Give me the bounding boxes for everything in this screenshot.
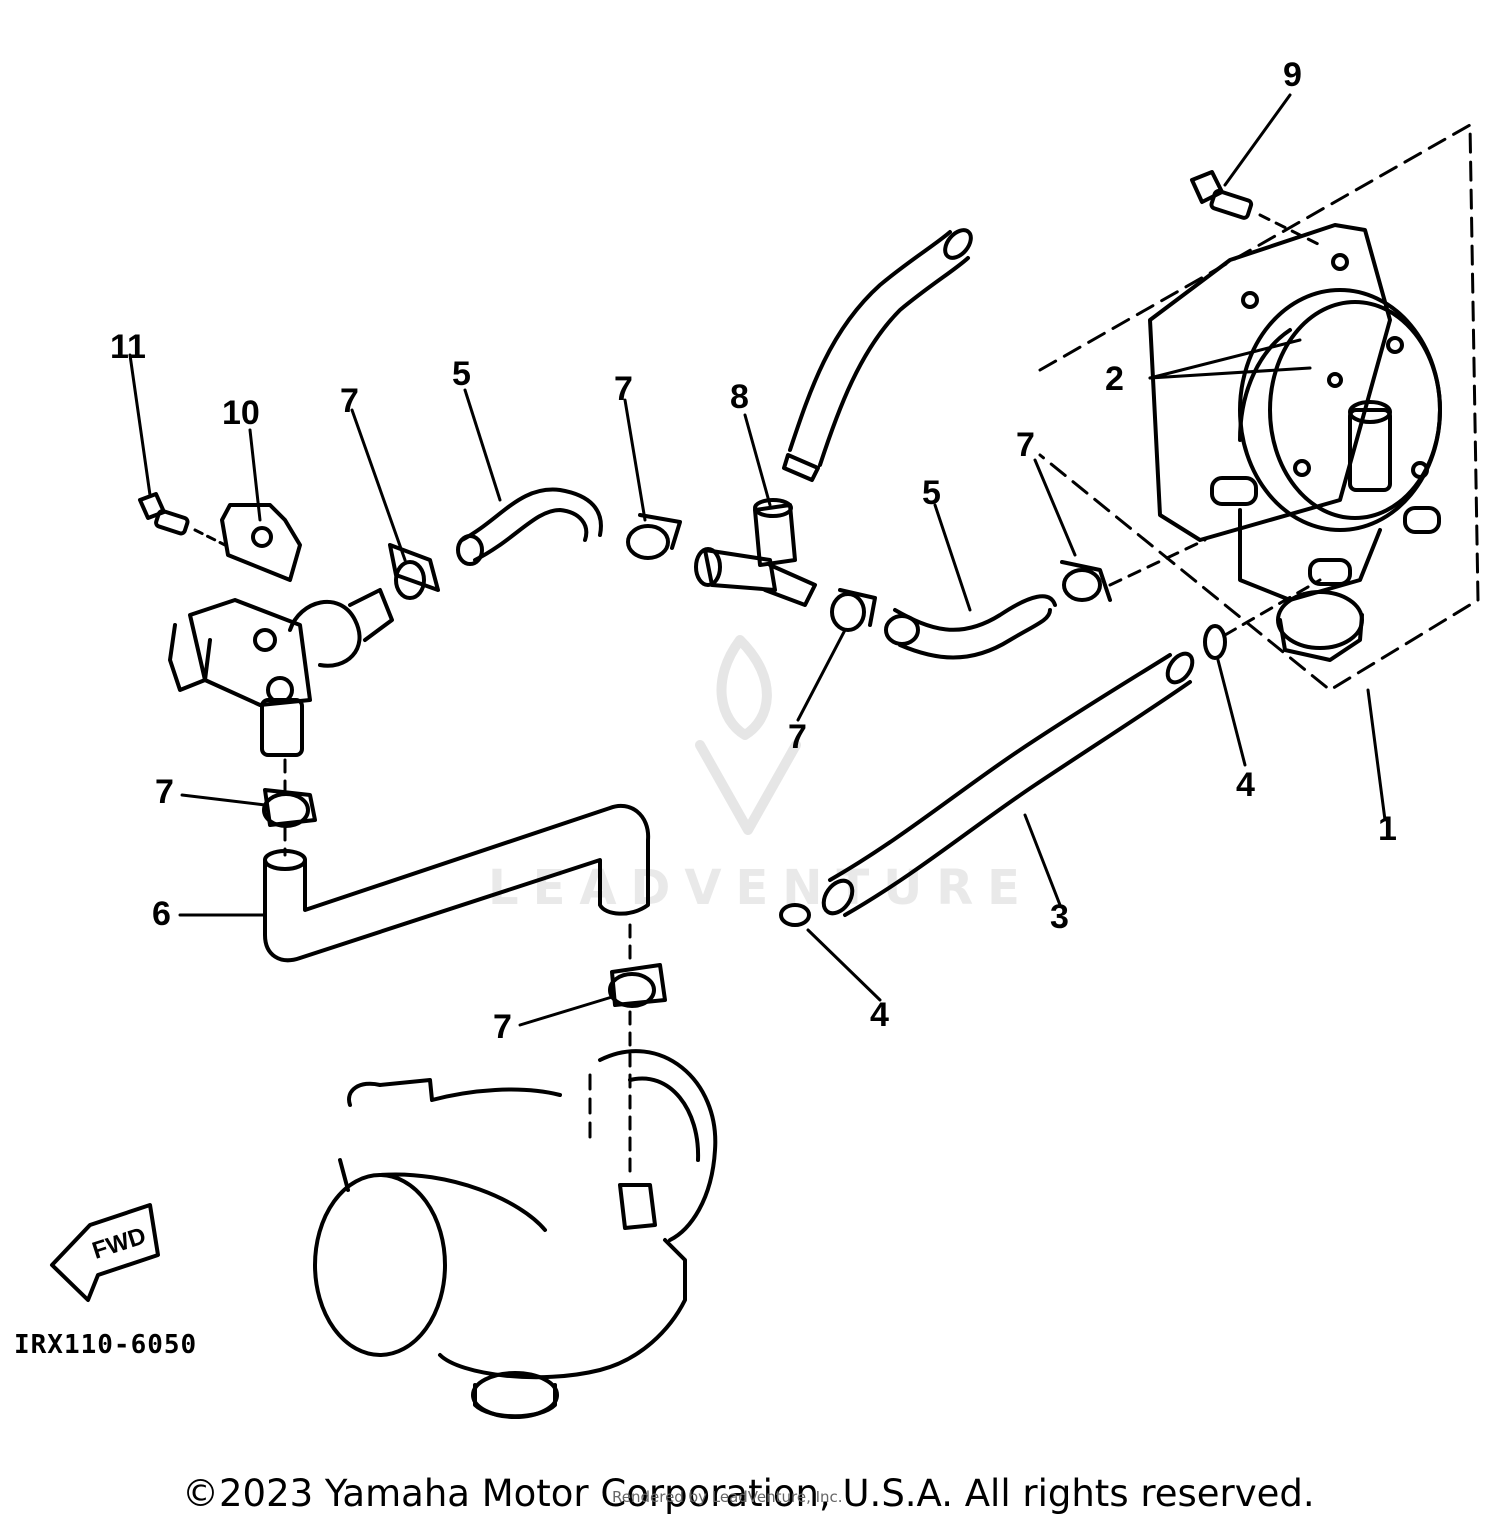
hose-3 — [821, 651, 1195, 917]
callout-6: 6 — [152, 895, 171, 933]
callout-10: 10 — [222, 394, 260, 432]
fuel-cock-10 — [168, 503, 394, 757]
callout-7-middle: 7 — [614, 370, 633, 408]
callout-7-left: 7 — [340, 382, 359, 420]
clamp-7-a — [388, 543, 440, 600]
clamp-7-d — [1060, 560, 1112, 602]
callout-3: 3 — [1050, 898, 1069, 936]
connection-lines — [283, 538, 1322, 1182]
callout-7-middle-low: 7 — [788, 718, 807, 756]
callout-2: 2 — [1105, 360, 1124, 398]
hose-clip-4-b — [779, 903, 811, 927]
rendered-by-note: Rendered by LeadVenture, Inc. — [612, 1488, 843, 1506]
leader-lines — [128, 93, 1387, 1027]
clamp-7-e — [262, 788, 317, 828]
callout-7-pump: 7 — [1016, 426, 1035, 464]
fuel-pump-assembly — [1038, 123, 1480, 692]
callout-1: 1 — [1378, 810, 1397, 848]
bolt-11 — [138, 492, 227, 547]
copyright-notice: ©2023 Yamaha Motor Corporation, U.S.A. A… — [182, 1472, 1315, 1515]
hose-5-a — [456, 487, 603, 566]
breather-hose — [782, 228, 973, 482]
callout-5-right: 5 — [922, 474, 941, 512]
callout-9: 9 — [1283, 56, 1302, 94]
hose-6 — [263, 803, 651, 963]
callout-4-bottom: 4 — [870, 996, 889, 1034]
clamp-7-c — [830, 588, 877, 632]
hose-clip-4-a — [1203, 624, 1227, 660]
callout-7-petcock: 7 — [155, 773, 174, 811]
fwd-arrow-icon — [50, 1203, 160, 1302]
watermark-logo — [695, 635, 801, 835]
carburetor — [313, 1049, 718, 1419]
callout-7-carb: 7 — [493, 1008, 512, 1046]
bolt-9 — [1190, 170, 1322, 247]
callout-11: 11 — [110, 328, 146, 366]
diagram-code: IRX110-6050 — [14, 1330, 198, 1360]
callout-4-right: 4 — [1236, 766, 1255, 804]
callout-5-left: 5 — [452, 355, 471, 393]
t-joint-8 — [694, 498, 817, 607]
hose-5-b — [884, 594, 1057, 660]
callout-8: 8 — [730, 378, 749, 416]
clamp-7-b — [626, 513, 682, 560]
clamp-7-f — [608, 963, 667, 1008]
